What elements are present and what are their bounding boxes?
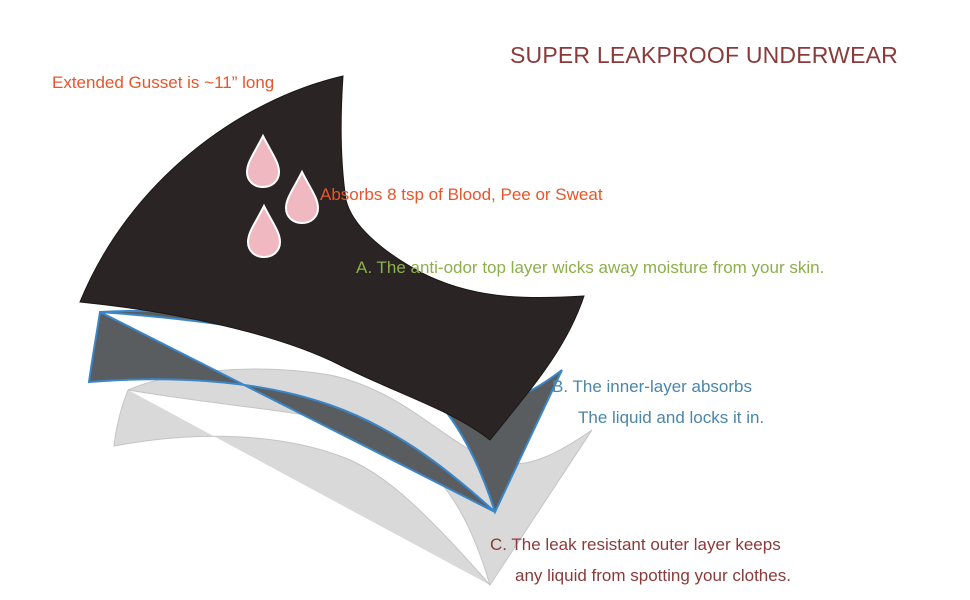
layer-c-description-line1: C. The leak resistant outer layer keeps bbox=[490, 535, 781, 554]
top-layer-a bbox=[79, 75, 585, 441]
layer-c-description-line2: any liquid from spotting your clothes. bbox=[515, 566, 791, 585]
droplet-icon bbox=[246, 203, 282, 259]
droplet-icon bbox=[245, 133, 281, 189]
layer-b-description-line1: B. The inner-layer absorbs bbox=[552, 377, 753, 396]
droplet-icon bbox=[284, 169, 320, 225]
layer-a-description: A. The anti-odor top layer wicks away mo… bbox=[356, 258, 825, 277]
absorbs-callout: Absorbs 8 tsp of Blood, Pee or Sweat bbox=[320, 185, 603, 204]
layer-b-description-line2: The liquid and locks it in. bbox=[578, 408, 765, 427]
page-title: SUPER LEAKPROOF UNDERWEAR bbox=[510, 42, 898, 68]
gusset-callout: Extended Gusset is ~11” long bbox=[52, 73, 275, 92]
